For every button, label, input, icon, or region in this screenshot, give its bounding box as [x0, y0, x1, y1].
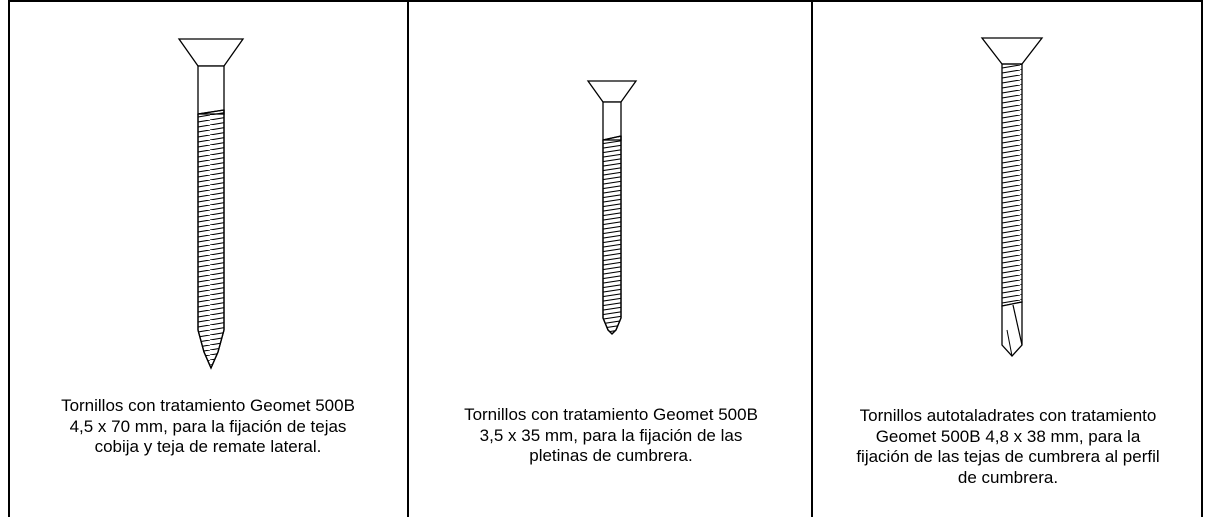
caption-line: de cumbrera.	[957, 467, 1059, 487]
product-caption-1: Tornillos con tratamiento Geomet 500B 4,…	[20, 396, 396, 458]
caption-line: 4,5 x 70 mm, para la fijación de tejas	[69, 416, 347, 436]
caption-line: Tornillos con tratamiento Geomet 500B	[464, 405, 758, 424]
product-caption-3: Tornillos autotaladrates con tratamiento…	[815, 406, 1201, 488]
caption-line: pletinas de cumbrera.	[529, 446, 693, 465]
column-divider-2	[811, 0, 813, 517]
caption-line: Tornillos autotaladrates con tratamiento	[859, 406, 1157, 425]
self-drilling-screw-icon	[980, 37, 1044, 357]
screw-icon	[586, 80, 638, 335]
caption-line: Tornillos con tratamiento Geomet 500B	[61, 396, 355, 415]
product-caption-2: Tornillos con tratamiento Geomet 500B 3,…	[416, 405, 806, 467]
table-top-border	[8, 0, 1202, 2]
table-right-border	[1201, 0, 1203, 517]
caption-line: 3,5 x 35 mm, para la fijación de las	[479, 425, 743, 445]
caption-line: fijación de las tejas de cumbrera al per…	[856, 447, 1160, 466]
caption-line: Geomet 500B 4,8 x 38 mm, para la	[875, 426, 1141, 446]
column-divider-1	[407, 0, 409, 517]
caption-line: cobija y teja de remate lateral.	[94, 437, 322, 456]
table-left-border	[8, 0, 10, 517]
screw-icon	[177, 38, 245, 370]
